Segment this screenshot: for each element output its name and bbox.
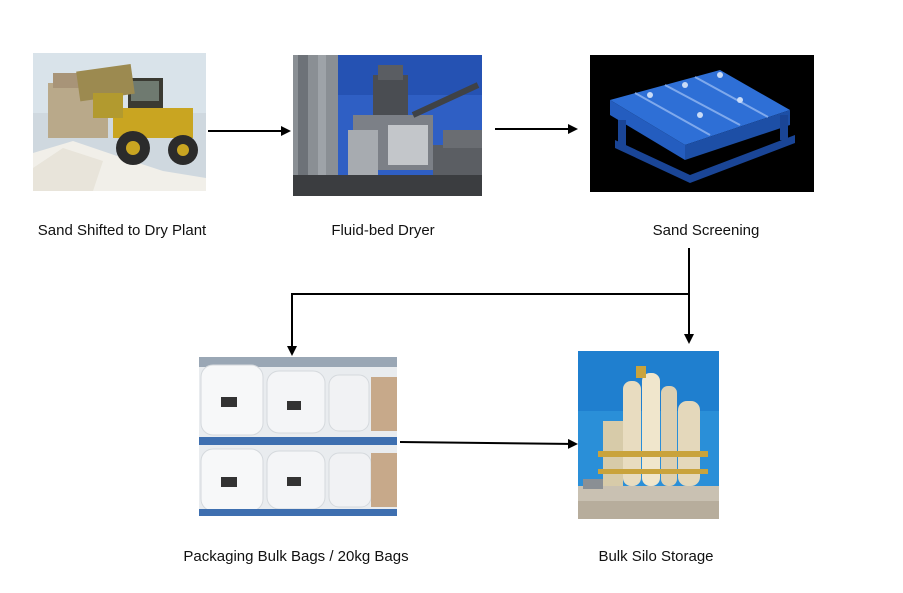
silo-plant-photo (578, 351, 719, 519)
flow-arrow-screening-to-packaging (287, 293, 689, 356)
caption-dryer: Fluid-bed Dryer (331, 222, 435, 239)
fluid-bed-dryer-photo (293, 55, 482, 196)
caption-silo: Bulk Silo Storage (598, 548, 714, 565)
wheel-loader-photo (33, 53, 206, 191)
vibrating-screen-photo (590, 55, 814, 192)
bulk-bags-photo (199, 357, 397, 516)
caption-packaging: Packaging Bulk Bags / 20kg Bags (183, 548, 409, 565)
caption-sand-shift: Sand Shifted to Dry Plant (37, 222, 207, 239)
flow-arrow-packaging-to-silo (399, 438, 578, 449)
caption-screening: Sand Screening (652, 222, 760, 239)
